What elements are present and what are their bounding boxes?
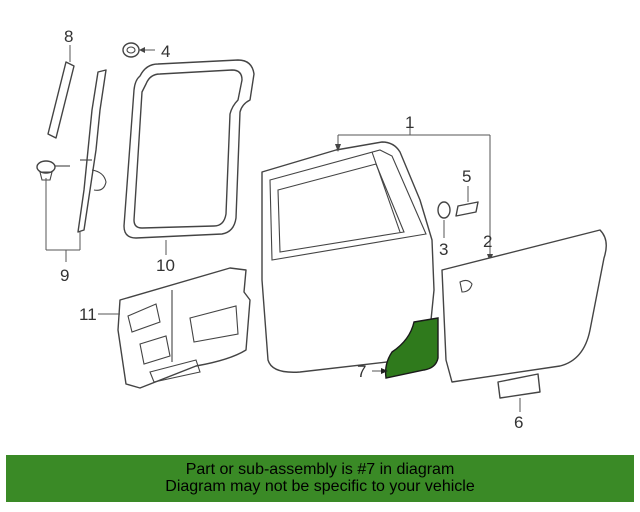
callout-9-leader bbox=[45, 178, 81, 262]
part-3-grommet bbox=[437, 201, 451, 238]
part-10-weatherstrip bbox=[123, 59, 255, 255]
part-8-run-channel bbox=[47, 45, 75, 139]
callout-1: 1 bbox=[405, 113, 414, 132]
info-banner: Part or sub-assembly is #7 in diagram Di… bbox=[6, 455, 634, 502]
part-11-inner-panel bbox=[98, 267, 251, 389]
clip-fastener bbox=[36, 160, 70, 181]
callout-8: 8 bbox=[64, 27, 73, 46]
callout-4: 4 bbox=[161, 42, 170, 61]
callout-7: 7 bbox=[357, 362, 366, 381]
callout-2: 2 bbox=[483, 232, 492, 251]
callout-10: 10 bbox=[156, 256, 175, 275]
part-7-highlighted[interactable] bbox=[372, 317, 439, 379]
banner-line-2: Diagram may not be specific to your vehi… bbox=[165, 478, 475, 495]
part-5-plate bbox=[455, 186, 479, 217]
part-9-rail bbox=[77, 69, 107, 233]
callout-5: 5 bbox=[462, 167, 471, 186]
part-6-handle bbox=[497, 373, 541, 412]
callout-6: 6 bbox=[514, 413, 523, 432]
callout-3: 3 bbox=[439, 240, 448, 259]
part-2-outer-panel bbox=[441, 229, 607, 383]
part-4-grommet bbox=[122, 42, 155, 58]
callout-9: 9 bbox=[60, 266, 69, 285]
banner-line-1: Part or sub-assembly is #7 in diagram bbox=[185, 461, 455, 478]
callout-11: 11 bbox=[79, 305, 97, 324]
